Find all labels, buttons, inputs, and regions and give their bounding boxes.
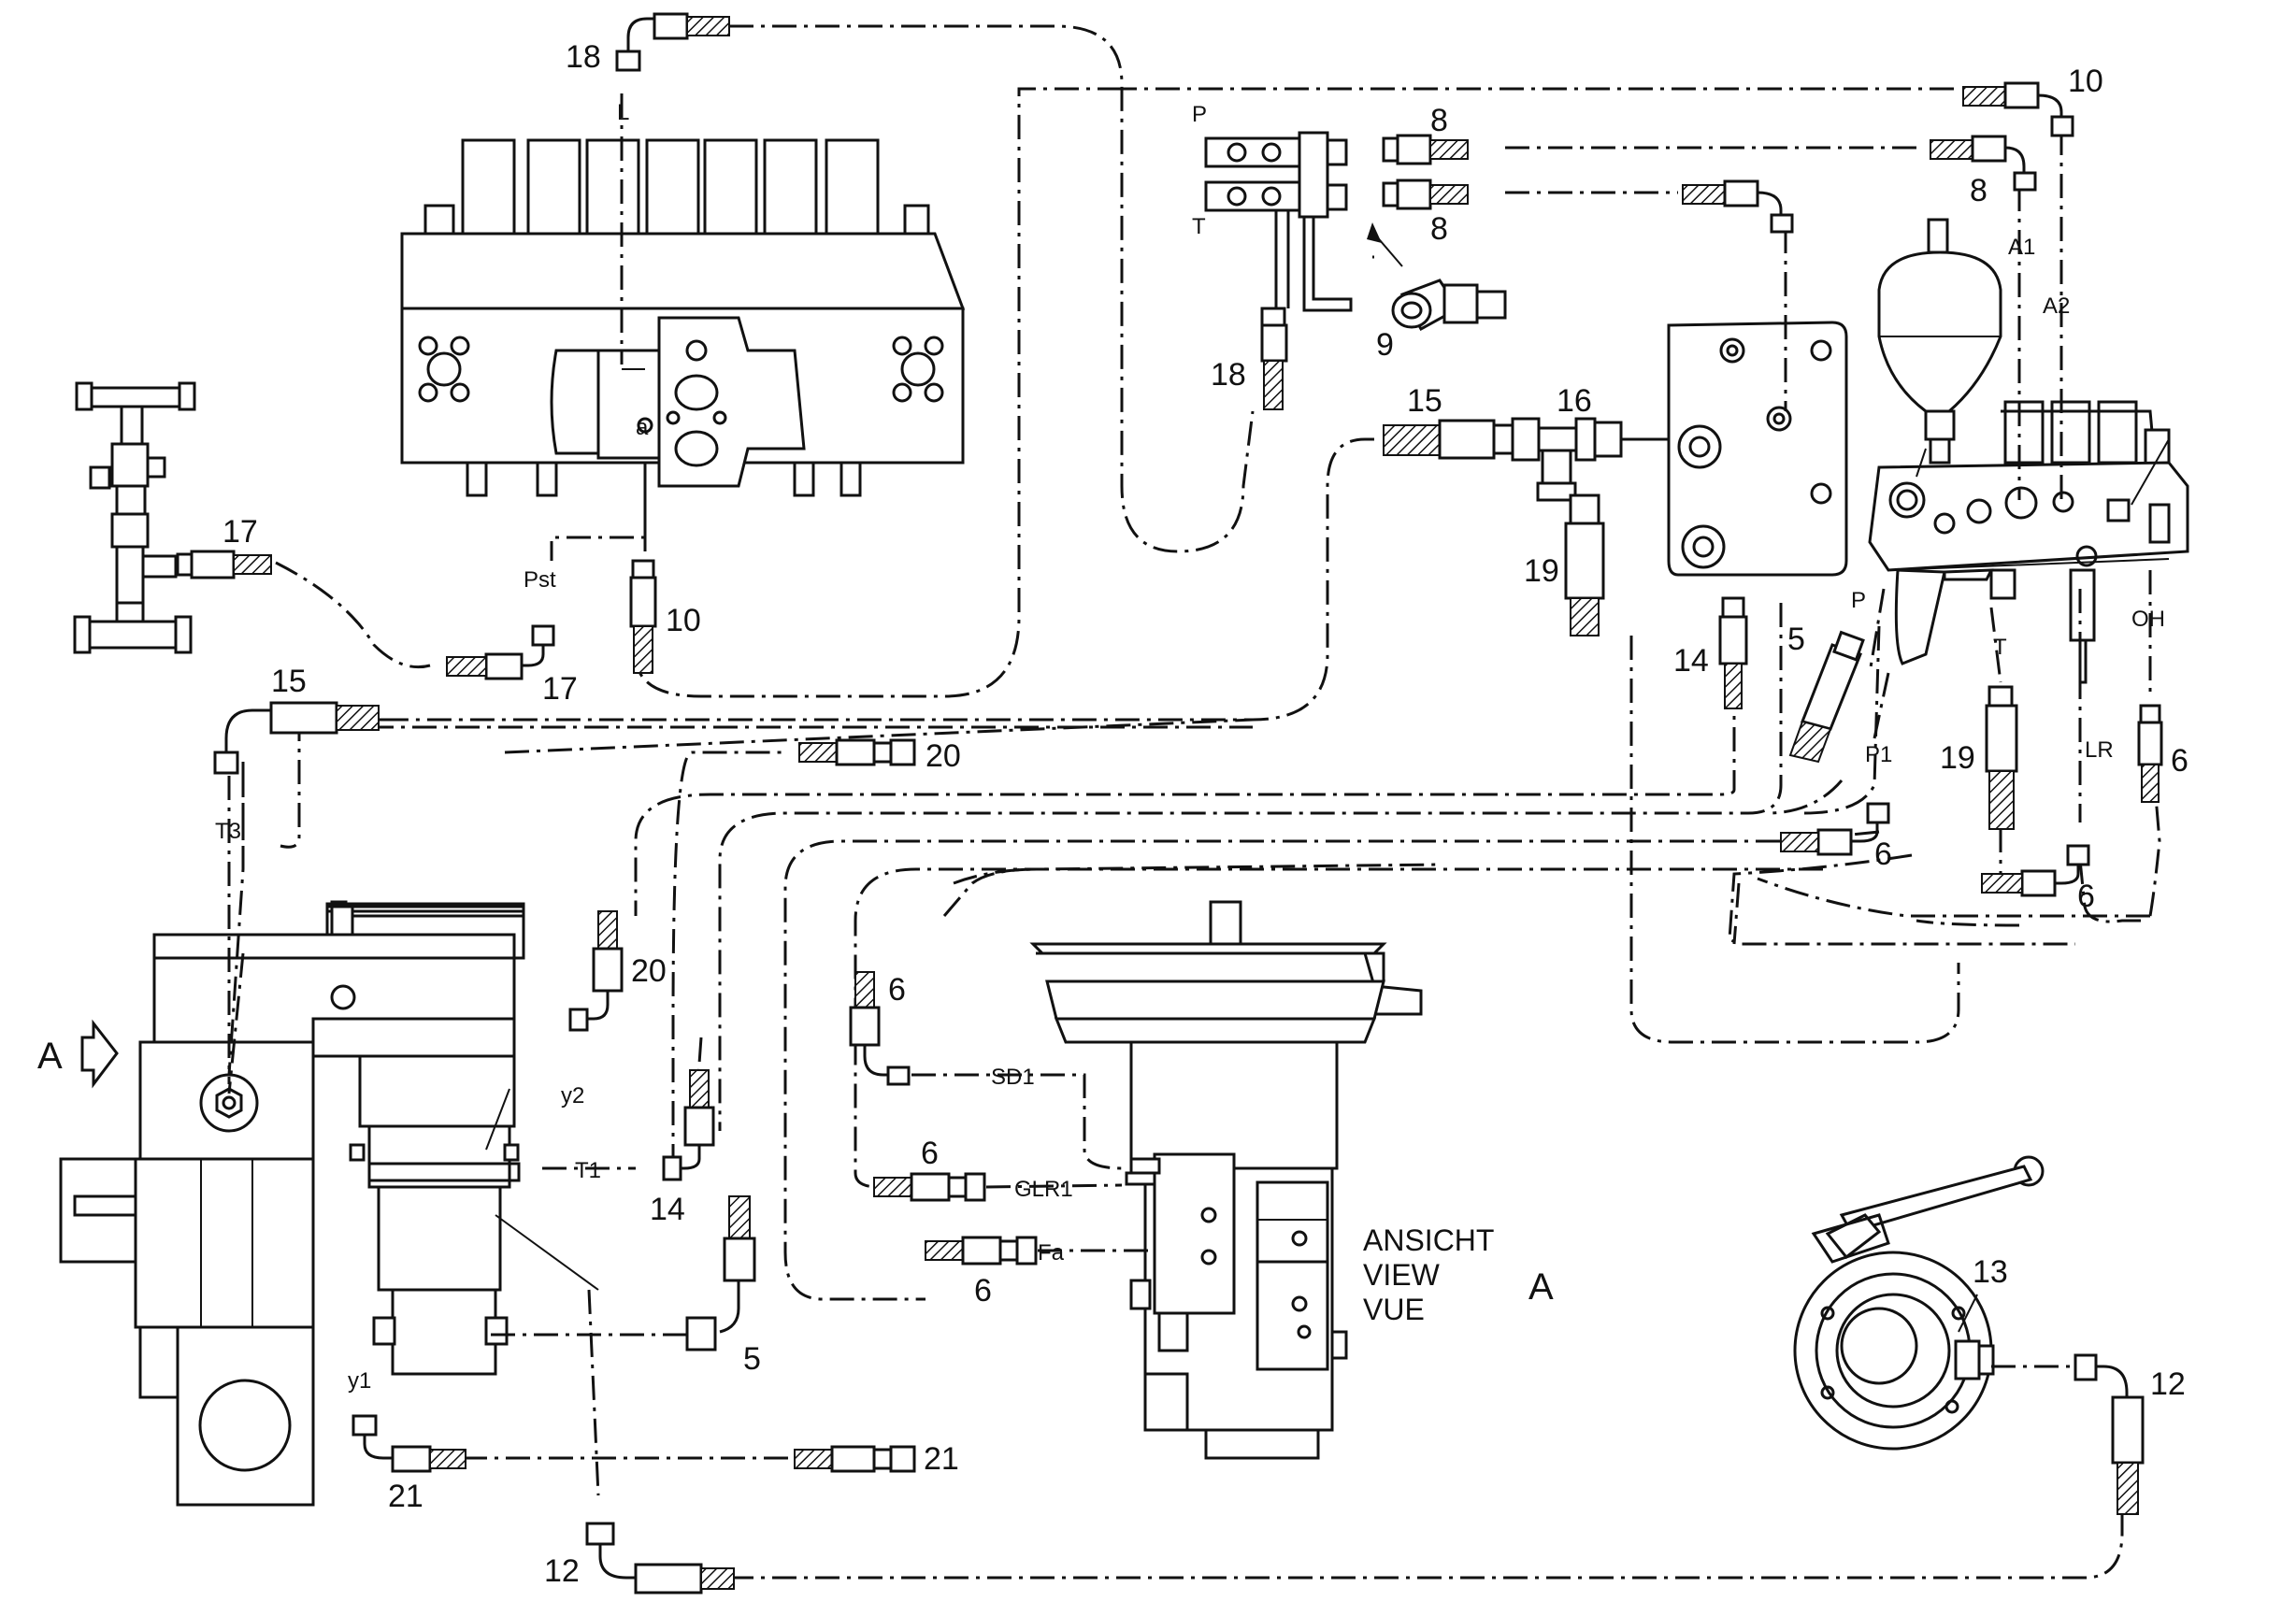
callout-15-right: 15 xyxy=(1407,383,1442,419)
port-a1: A1 xyxy=(2008,235,2035,260)
callout-5-right: 5 xyxy=(1787,622,1805,657)
gauge-test-block xyxy=(73,381,196,654)
port-y1: y1 xyxy=(348,1368,371,1394)
port-oh: OH xyxy=(2131,607,2165,632)
callout-9: 9 xyxy=(1376,327,1394,363)
callout-8-a: 8 xyxy=(1430,103,1448,138)
port-t3: T3 xyxy=(215,819,241,844)
port-a2: A2 xyxy=(2043,293,2070,319)
callout-17-upper: 17 xyxy=(222,514,258,550)
callout-6-lr: 6 xyxy=(2077,879,2095,914)
view-a-arrow xyxy=(80,1019,119,1089)
callout-numbers: 18 10 8 8 8 9 18 15 16 19 14 5 17 17 15 … xyxy=(222,39,2188,1589)
callout-12-right: 12 xyxy=(2150,1366,2186,1402)
view-letter-a: A xyxy=(1528,1266,1554,1308)
callout-6-oh: 6 xyxy=(2171,743,2188,779)
callout-19-right: 19 xyxy=(1940,740,1975,776)
port-pst: Pst xyxy=(524,567,556,593)
port-lr: LR xyxy=(2085,737,2114,763)
callout-18-mid: 18 xyxy=(1211,357,1246,393)
view-text-ansicht: ANSICHT xyxy=(1363,1223,1494,1257)
callout-14-right: 14 xyxy=(1673,643,1709,679)
callout-5-lower: 5 xyxy=(743,1341,761,1377)
main-pump xyxy=(59,900,599,1507)
port-sd1: SD1 xyxy=(991,1065,1035,1090)
callout-20-lower: 20 xyxy=(631,953,667,989)
port-p-valve: P xyxy=(1851,588,1866,613)
port-t-valve: T xyxy=(1993,635,2007,660)
callout-20-top: 20 xyxy=(926,738,961,774)
control-valve-block xyxy=(400,138,966,497)
callout-12-left: 12 xyxy=(544,1553,580,1589)
hoses xyxy=(176,12,2163,1595)
port-a: a xyxy=(636,415,649,440)
callout-19-left: 19 xyxy=(1524,553,1559,589)
motor-view-a xyxy=(1029,900,1423,1460)
callout-8-b: 8 xyxy=(1970,173,1987,208)
view-labels: ANSICHT VIEW VUE A A xyxy=(37,1036,1554,1326)
port-t-manifold: T xyxy=(1192,214,1206,239)
callout-14-lower: 14 xyxy=(650,1192,685,1227)
leader-lines xyxy=(485,438,2170,1333)
callout-21-left: 21 xyxy=(388,1479,423,1514)
port-l: L xyxy=(617,100,629,125)
port-t1: T1 xyxy=(575,1158,601,1183)
pt-manifold xyxy=(1204,131,1353,312)
butterfly-valve xyxy=(1793,1155,2045,1451)
callout-6-fa: 6 xyxy=(974,1273,992,1309)
callout-17-lower: 17 xyxy=(542,671,578,707)
elbow-fitting-9 xyxy=(1367,222,1507,332)
callout-13: 13 xyxy=(1973,1254,2008,1290)
port-fa: Fa xyxy=(1038,1240,1065,1266)
view-arrow-letter-a: A xyxy=(37,1036,63,1077)
port-labels: L a Pst P T A1 A2 P T P1 LR OH T3 y2 T1 … xyxy=(215,100,2165,1394)
callout-18-top: 18 xyxy=(566,39,601,75)
callout-8-c: 8 xyxy=(1430,211,1448,247)
callout-16: 16 xyxy=(1557,383,1592,419)
callout-6-p1: 6 xyxy=(1874,837,1892,872)
port-p-manifold: P xyxy=(1192,102,1207,127)
port-glr1: GLR1 xyxy=(1014,1177,1073,1202)
callout-6-sd1: 6 xyxy=(888,972,906,1008)
accumulator-valve-block xyxy=(1868,218,2189,684)
mounting-plate xyxy=(1667,321,1848,577)
callout-15-left: 15 xyxy=(271,664,307,699)
callout-6-glr1: 6 xyxy=(921,1136,939,1171)
callout-10-center: 10 xyxy=(666,603,701,638)
view-text-view: VIEW xyxy=(1363,1258,1441,1292)
port-p1: P1 xyxy=(1865,742,1892,767)
callout-21-right: 21 xyxy=(924,1441,959,1477)
callout-10-top: 10 xyxy=(2068,64,2103,99)
port-y2: y2 xyxy=(561,1083,584,1108)
view-text-vue: VUE xyxy=(1363,1293,1425,1326)
